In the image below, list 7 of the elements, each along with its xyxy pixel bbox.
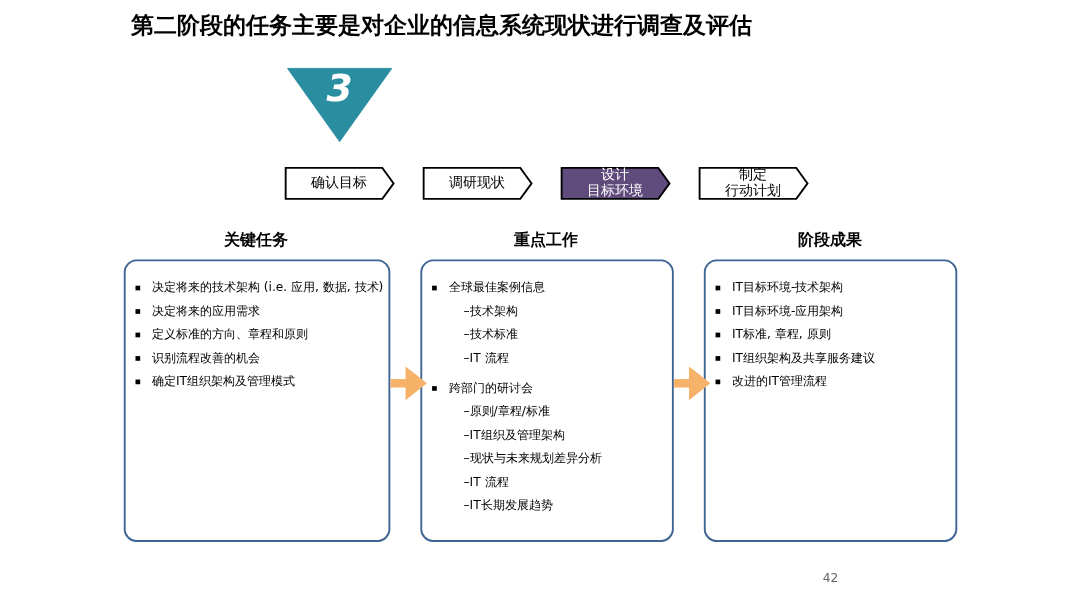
node-label: 阶段成果 (797, 230, 862, 250)
node-label: 重点工作 (513, 230, 578, 250)
label: 42 (822, 571, 838, 586)
diagram-title: 第二阶段的任务主要是对企业的信息系统现状进行调查及评估 (130, 11, 752, 38)
node-label: 关键任务 (223, 230, 288, 250)
arrow (389, 366, 427, 401)
arrow (673, 366, 710, 401)
